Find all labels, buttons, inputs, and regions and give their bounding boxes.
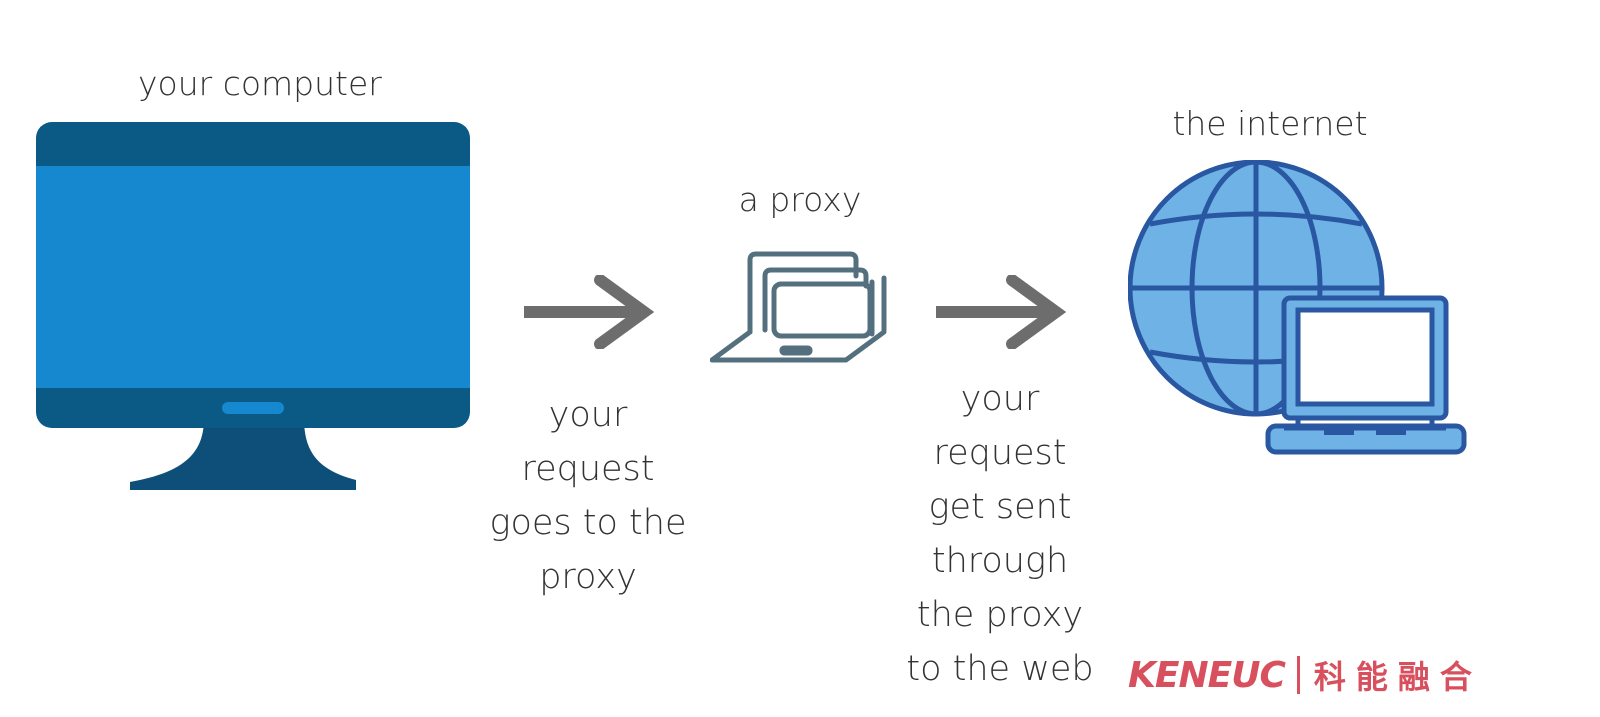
caption-line: through xyxy=(931,541,1069,581)
step-caption-to-web: your request get sent through the proxy … xyxy=(880,372,1120,696)
brand-watermark: KENEUC 科能融合 xyxy=(1128,652,1482,698)
monitor-icon xyxy=(36,122,470,490)
caption-line: to the web xyxy=(906,649,1094,689)
internet-label: the internet xyxy=(1172,104,1368,143)
arrow-right-icon xyxy=(524,275,655,349)
globe-laptop-icon xyxy=(1128,160,1467,455)
brand-logo-cjk: 科能融合 xyxy=(1313,658,1482,696)
brand-logo-latin: KENEUC xyxy=(1128,654,1286,696)
caption-line: proxy xyxy=(539,557,637,597)
caption-line: the proxy xyxy=(916,595,1084,635)
brand-divider xyxy=(1296,656,1300,694)
caption-line: your xyxy=(960,379,1040,419)
caption-line: goes to the xyxy=(489,503,687,543)
caption-line: request xyxy=(933,433,1067,473)
caption-line: your xyxy=(548,395,628,435)
caption-line: request xyxy=(521,449,655,489)
caption-line: get sent xyxy=(928,487,1072,527)
laptop-stack-icon xyxy=(710,251,887,363)
arrow-right-icon xyxy=(936,275,1067,349)
proxy-label: a proxy xyxy=(738,180,862,219)
computer-label: your computer xyxy=(138,64,382,103)
step-caption-to-proxy: your request goes to the proxy xyxy=(468,388,708,604)
